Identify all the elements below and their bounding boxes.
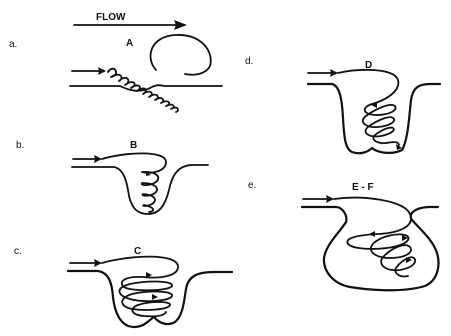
panel-b-inflow-arrow [94, 155, 102, 163]
panel-c-scour-hole [68, 271, 232, 327]
panel-d-scour-hole [308, 84, 440, 153]
panel-c-title: C [134, 246, 141, 257]
panel-b: b. B [16, 140, 208, 214]
flow-label: FLOW [96, 12, 126, 23]
panel-c-letter: c. [14, 246, 22, 257]
panel-c-inflow-arrow [94, 259, 102, 267]
panel-d-helical-vortex [338, 70, 399, 145]
panel-a-title: A [126, 38, 133, 49]
panel-e-title: E - F [352, 182, 374, 193]
panel-c: c. C [14, 246, 232, 327]
panel-e-letter: e. [248, 180, 256, 191]
panel-a-inflow-arrow [98, 67, 106, 75]
panel-e-vortex-arrow-1 [369, 231, 375, 237]
panel-e-inflow-arrow [326, 195, 334, 203]
panel-c-vortex-arrow-2 [152, 294, 158, 300]
panel-c-helical-vortex [102, 257, 178, 317]
panel-b-letter: b. [16, 140, 24, 151]
panel-a: a. A [9, 35, 222, 112]
panel-a-separation-bubble [151, 35, 211, 75]
panel-e: e. E - F [248, 180, 439, 290]
panel-b-title: B [130, 140, 137, 151]
panel-d-inflow-arrow [330, 69, 338, 77]
panel-a-letter: a. [9, 39, 17, 50]
panel-d-letter: d. [245, 56, 253, 67]
panel-d: d. D [245, 56, 440, 153]
flow-direction-indicator: FLOW [74, 12, 187, 30]
panel-b-scour-hole [72, 165, 208, 214]
panel-b-helical-vortex [102, 153, 166, 212]
